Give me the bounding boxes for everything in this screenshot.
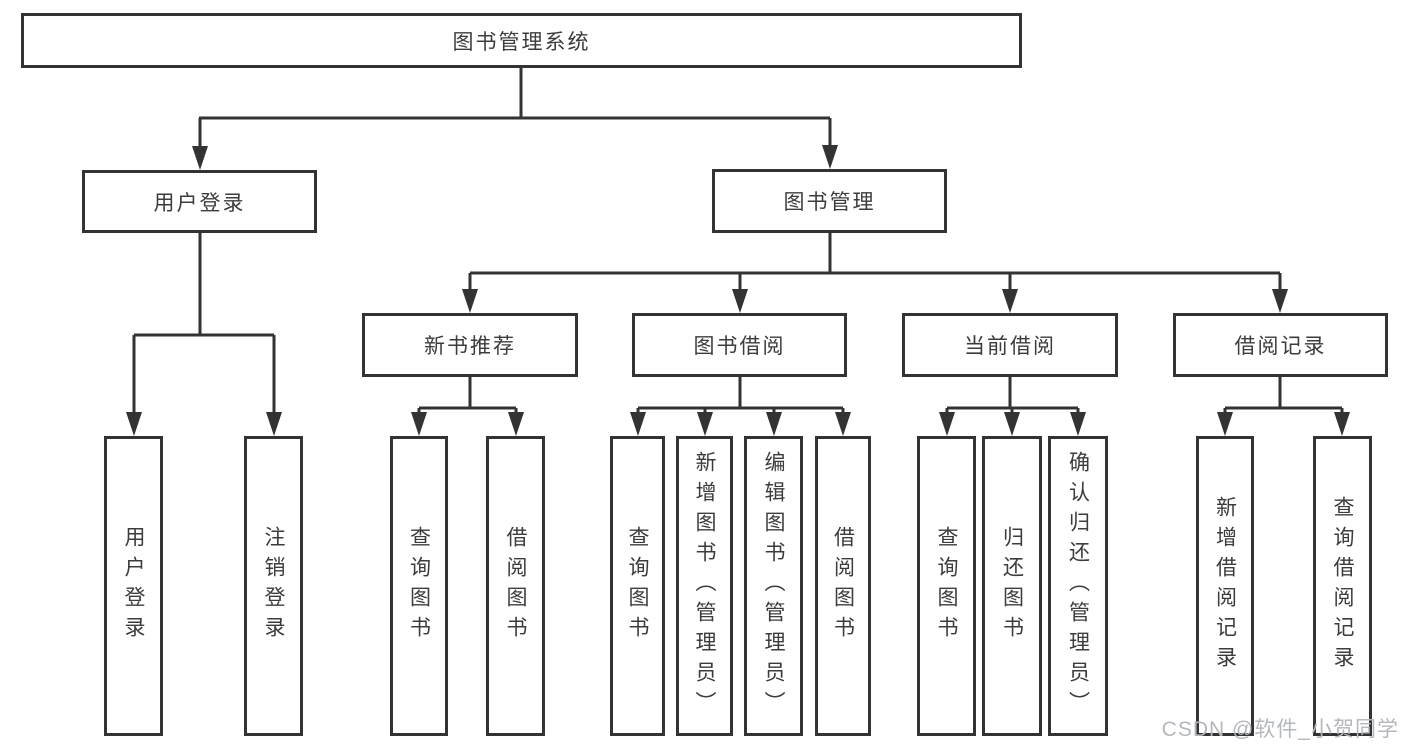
node-borrow-records: 借阅记录 [1173, 313, 1388, 377]
node-label: 借阅记录 [1234, 335, 1327, 358]
node-new-book-recommend: 新书推荐 [362, 313, 578, 377]
node-label: 注销登录 [262, 526, 285, 646]
arrow-down-icon [508, 412, 524, 436]
node-label: 归还图书 [1000, 526, 1024, 646]
leaf-query-books-current: 查询图书 [917, 436, 976, 736]
node-label: 图书借阅 [693, 335, 786, 358]
connector-book-management-children [468, 233, 1282, 293]
arrow-down-icon [630, 412, 646, 436]
node-label: 查询图书 [407, 526, 431, 646]
arrow-down-icon [1002, 289, 1018, 313]
leaf-user-login: 用户登录 [104, 436, 163, 736]
connector-root-to-level2 [198, 68, 832, 150]
node-label: 新书推荐 [424, 335, 516, 358]
node-user-login: 用户登录 [82, 170, 317, 233]
connector-borrow-records-children [1223, 377, 1344, 416]
arrow-down-icon [1004, 412, 1020, 436]
node-label: 查询图书 [626, 526, 649, 646]
arrow-down-icon [732, 289, 748, 313]
connector-book-borrow-children [636, 377, 845, 416]
arrow-down-icon [1272, 289, 1288, 313]
arrow-down-icon [192, 146, 208, 170]
leaf-borrow-books-recommend: 借阅图书 [486, 436, 545, 736]
node-current-borrow: 当前借阅 [902, 313, 1118, 377]
leaf-query-borrow-record: 查询借阅记录 [1313, 436, 1372, 736]
node-label: 图书管理系统 [452, 30, 591, 54]
node-label: 用户登录 [122, 526, 145, 646]
arrow-down-icon [697, 412, 713, 436]
node-label: 查询图书 [935, 526, 958, 646]
arrow-down-icon [1070, 412, 1086, 436]
arrow-down-icon [939, 412, 955, 436]
leaf-confirm-return-admin: 确认归还（管理员） [1048, 436, 1108, 736]
node-label: 查询借阅记录 [1331, 496, 1354, 676]
node-book-borrow: 图书借阅 [632, 313, 847, 377]
node-label: 新增借阅记录 [1213, 496, 1237, 676]
leaf-borrow-books: 借阅图书 [815, 436, 871, 736]
watermark: CSDN @软件_小贺同学 [1161, 718, 1399, 741]
arrow-down-icon [766, 412, 782, 436]
arrow-down-icon [462, 289, 478, 313]
arrow-down-icon [411, 412, 427, 436]
node-library-management-system: 图书管理系统 [21, 13, 1022, 68]
node-label: 借阅图书 [831, 526, 855, 646]
node-label: 当前借阅 [964, 335, 1056, 358]
arrow-down-icon [266, 412, 282, 436]
leaf-query-books-borrow: 查询图书 [610, 436, 665, 736]
connector-current-borrow-children [945, 377, 1080, 416]
connector-paths [132, 68, 1344, 416]
leaf-return-books: 归还图书 [982, 436, 1042, 736]
node-label: 借阅图书 [504, 526, 527, 646]
arrow-down-icon [126, 412, 142, 436]
leaf-logout: 注销登录 [244, 436, 303, 736]
node-label: 图书管理 [783, 191, 876, 214]
connector-new-book-children [417, 377, 518, 416]
leaf-add-borrow-record: 新增借阅记录 [1196, 436, 1254, 736]
arrow-down-icon [1334, 412, 1350, 436]
arrow-down-icon [835, 412, 851, 436]
node-book-management: 图书管理 [712, 169, 947, 233]
connector-user-login-children [132, 233, 276, 416]
arrow-down-icon [1217, 412, 1233, 436]
arrow-down-icon [822, 145, 838, 169]
leaf-add-book-admin: 新增图书（管理员） [676, 436, 733, 736]
node-label: 用户登录 [153, 191, 246, 215]
leaf-query-books-recommend: 查询图书 [390, 436, 448, 736]
node-label: 新增图书（管理员） [693, 451, 716, 721]
node-label: 编辑图书（管理员） [762, 451, 785, 721]
leaf-edit-book-admin: 编辑图书（管理员） [744, 436, 803, 736]
arrowhead-icons [126, 145, 1350, 436]
node-label: 确认归还（管理员） [1066, 451, 1090, 721]
